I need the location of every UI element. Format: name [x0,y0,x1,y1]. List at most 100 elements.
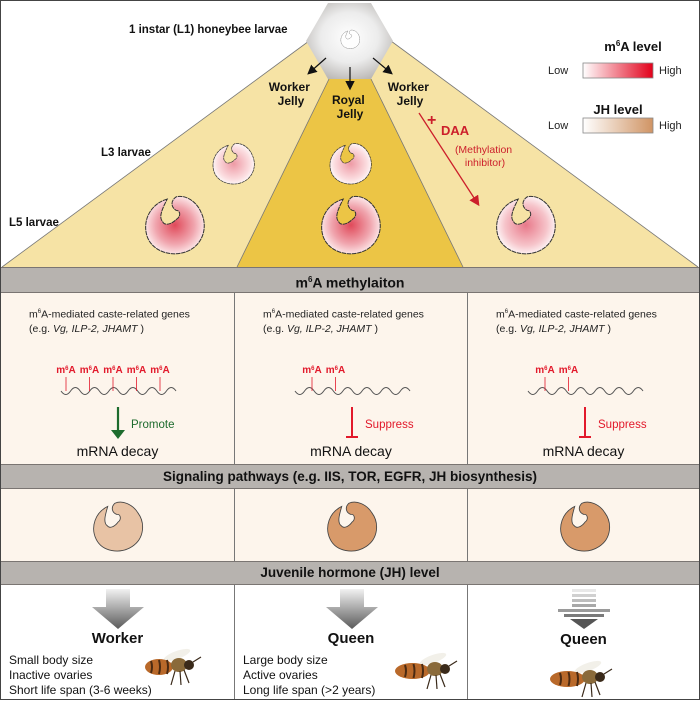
jh-larva-low [93,501,143,552]
mrna-diagram: m6A m6A m6A m6A m6A Promote [56,365,177,439]
larva-body [93,501,143,552]
bee-thorax [171,658,194,672]
mrna-decay-label: mRNA decay [310,443,392,459]
gene-line-1: m6A-mediated caste-related genes [29,308,190,321]
trait-item: Inactive ovaries [9,668,93,682]
methylation-panel-queen: m6A-mediated caste-related genes(e.g. Vg… [234,293,467,464]
m6a-mark-label: m6A [559,365,578,376]
methylation-header: m6A methylaiton [1,267,699,293]
jh-legend-high: High [659,120,682,132]
gene-description: m6A-mediated caste-related genes(e.g. Vg… [496,305,657,336]
l1-label: 1 instar (L1) honeybee larvae [129,24,288,36]
larva-body [327,501,377,552]
methylation-panel-worker: m6A-mediated caste-related genes(e.g. Vg… [1,293,234,464]
bee-abdomen [550,671,585,687]
bee-image [129,641,209,696]
bee-image [385,645,465,700]
caste-title: Queen [560,631,607,648]
mrna-strand [60,387,177,395]
m6a-legend-low: Low [548,65,568,77]
jh-level-arrow-high [92,589,144,629]
m6a-gradient-bar [582,62,654,79]
effect-label: Promote [131,419,174,431]
signaling-panel-worker [1,489,234,561]
mrna-diagram: m6A m6A Suppress [294,365,414,438]
gene-line-1: m6A-mediated caste-related genes [496,308,657,321]
jh-larva-high [560,501,610,552]
caste-title: Queen [327,630,375,647]
l5-label: L5 larvae [9,217,59,229]
jh-level-arrow-high [326,589,378,629]
bee-legs [170,656,202,686]
bee-abdomen [145,659,173,675]
caste-title: Worker [91,630,144,647]
m6a-mark-label: m6A [535,365,554,376]
trait-item: Small body size [9,653,94,667]
worker-jelly-left-label: Worker Jelly [269,80,313,108]
gene-line-2: (e.g. Vg, ILP-2, JHAMT ) [496,322,611,335]
signaling-panel-queen [234,489,467,561]
arrow-to-worker-jelly-right [372,57,393,75]
trait-item: Short life span (3-6 weeks) [9,683,152,697]
jh-level-arrow-low [558,589,610,629]
l3-label: L3 larvae [101,147,151,159]
jh-gradient-bar [582,117,654,134]
effect-label: Suppress [365,419,414,431]
bee-wings [163,648,191,662]
mrna-strand [294,387,411,395]
m6a-mark-label: m6A [127,365,146,376]
bee-wings [574,660,602,674]
m6a-mark-label: m6A [56,365,75,376]
m6a-mark-label: m6A [103,365,122,376]
daa-description: (Methylation inhibitor) [455,144,515,169]
daa-label: DAA [441,123,470,138]
jh-legend-title: JH level [593,102,642,117]
m6a-mark-label: m6A [80,365,99,376]
m6a-mark-label: m6A [150,365,169,376]
larval-development-diagram: 1 instar (L1) honeybee larvae L3 larvae … [1,3,699,268]
jh-larva-high [327,501,377,552]
m6a-mark-label: m6A [326,365,345,376]
mrna-diagram: m6A m6A Suppress [527,365,647,438]
gene-description: m6A-mediated caste-related genes(e.g. Vg… [263,305,424,336]
bee-legs [426,660,458,690]
methylation-panel-daa: m6A-mediated caste-related genes(e.g. Vg… [467,293,699,464]
royal-jelly-label: Royal Jelly [332,93,368,121]
daa-plus: + [427,112,436,129]
signaling-panel-daa [467,489,699,561]
trait-item: Long life span (>2 years) [243,683,376,697]
promote-arrowhead [111,430,125,439]
trait-item: Large body size [243,653,328,667]
arrow-to-worker-jelly-left [307,57,327,75]
m6a-legend-high: High [659,65,682,77]
jh-legend: JH level Low High [548,102,682,134]
gene-line-2: (e.g. Vg, ILP-2, JHAMT ) [263,322,378,335]
worker-jelly-right-label: Worker Jelly [388,80,432,108]
bee-legs [581,668,613,698]
effect-label: Suppress [598,419,647,431]
signaling-panels [1,489,699,561]
jh-legend-low: Low [548,120,568,132]
bee-abdomen [395,663,430,679]
larva-body [560,501,610,552]
bee-image [540,653,620,708]
signaling-header: Signaling pathways (e.g. IIS, TOR, EGFR,… [1,464,699,489]
methylation-panels: m6A-mediated caste-related genes(e.g. Vg… [1,293,699,464]
trait-item: Active ovaries [243,668,318,682]
m6a-legend: m6A level Low High [548,39,682,79]
mrna-decay-label: mRNA decay [76,443,159,459]
caste-panel-daa-queen: Queen [467,585,699,699]
jh-header: Juvenile hormone (JH) level [1,561,699,585]
bee-thorax [582,670,605,684]
gene-description: m6A-mediated caste-related genes(e.g. Vg… [29,305,190,336]
m6a-mark-label: m6A [302,365,321,376]
bee-thorax [427,662,450,676]
daa-arrow [418,112,480,207]
m6a-legend-title: m6A level [604,39,661,54]
mrna-decay-label: mRNA decay [542,443,625,459]
